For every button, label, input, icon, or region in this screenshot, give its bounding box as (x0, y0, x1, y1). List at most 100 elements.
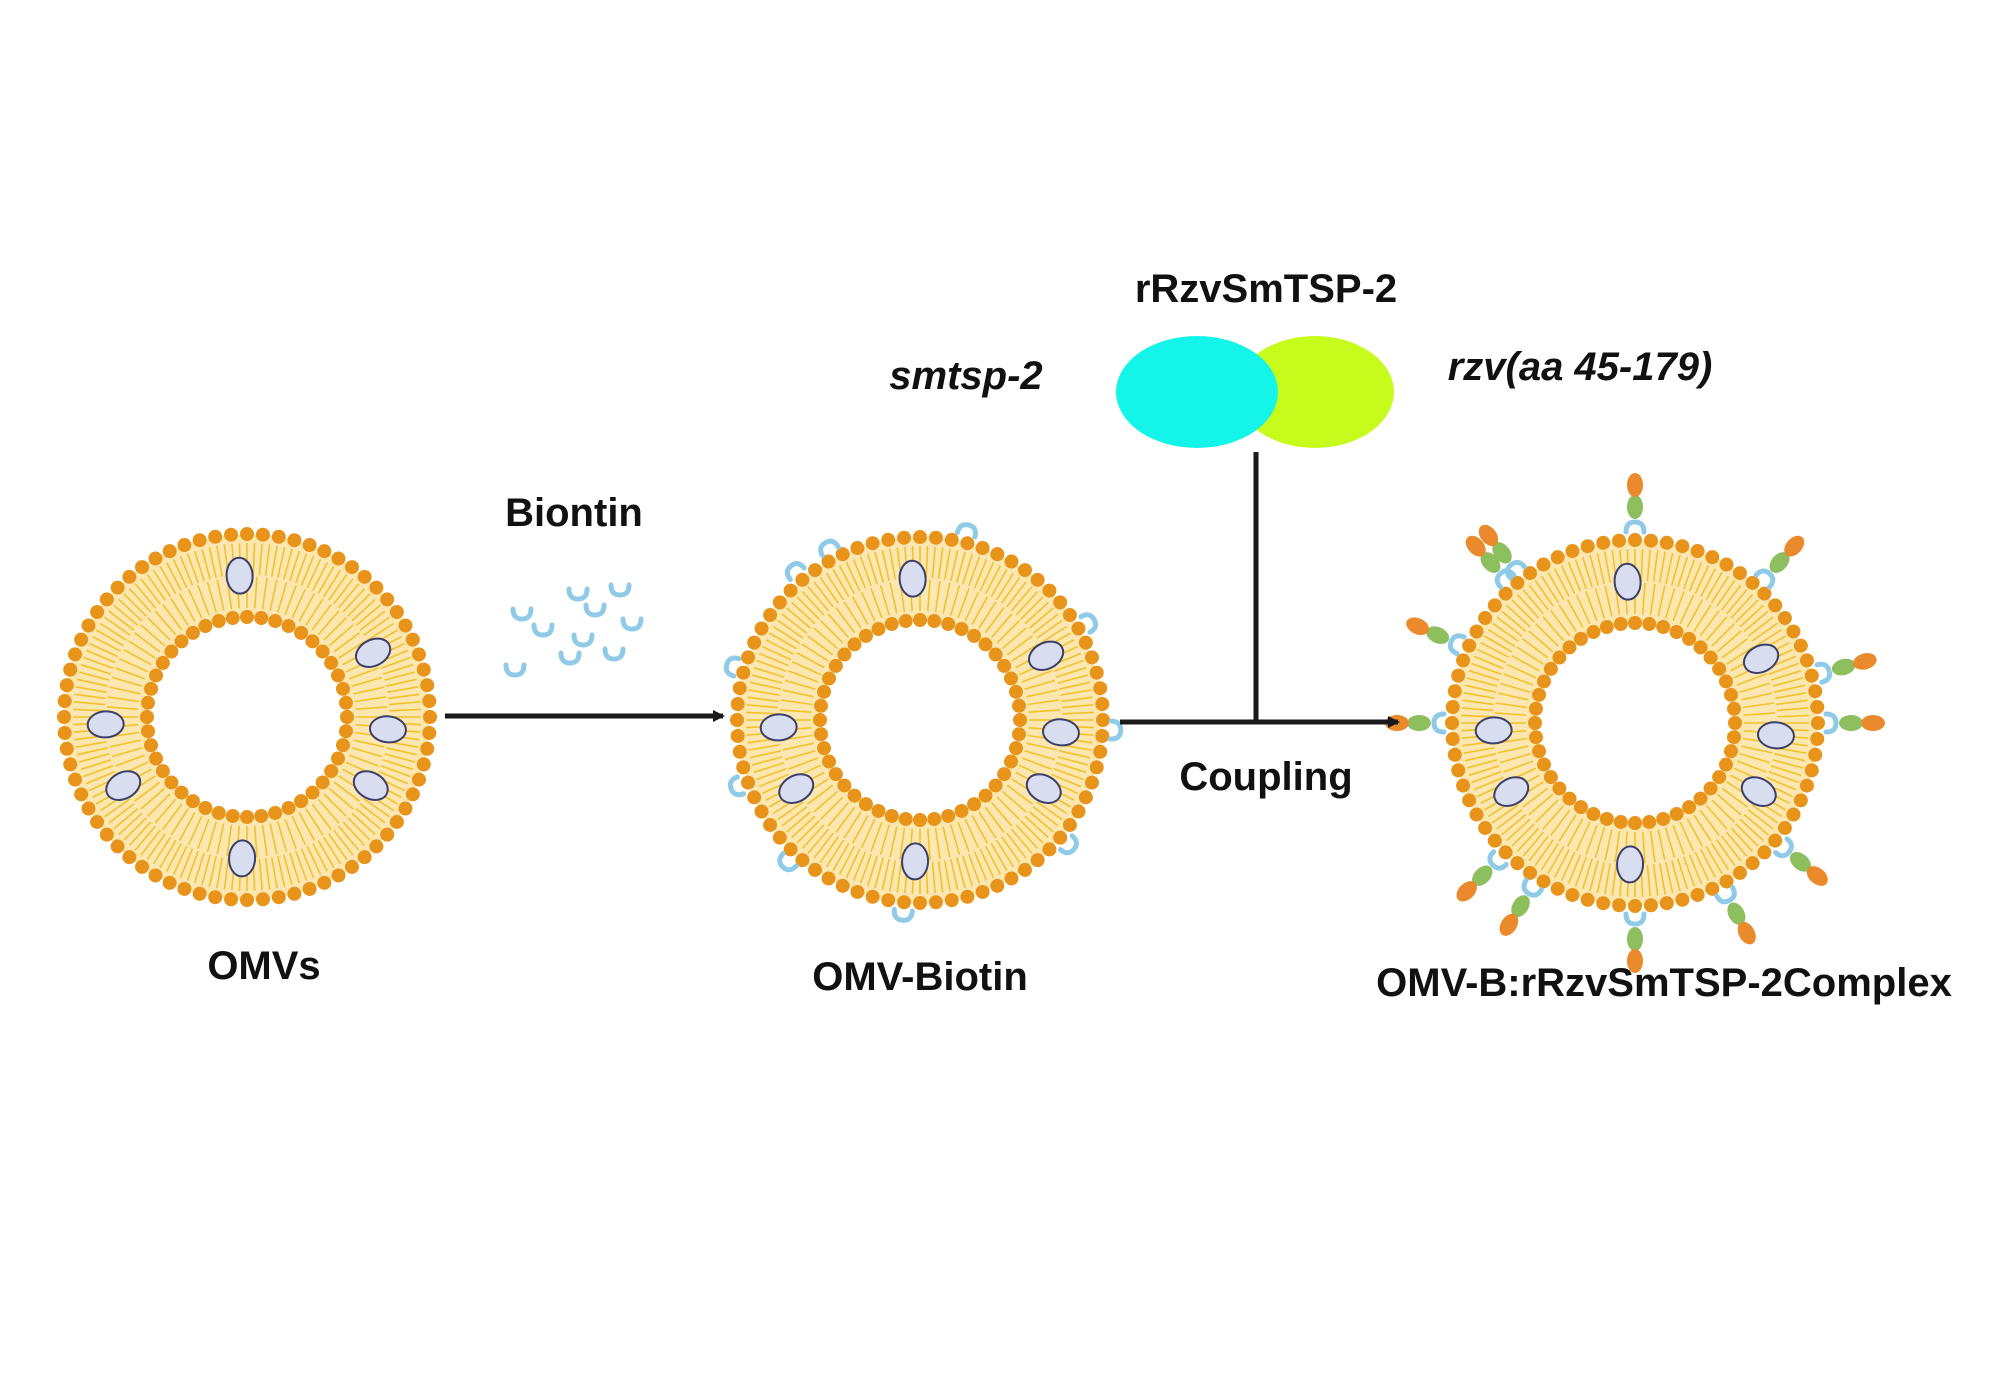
complex-orange-domain (1499, 913, 1519, 936)
vesicle-lumen (827, 627, 1013, 813)
lipid-tails (1461, 549, 1809, 897)
complex-green-domain (1627, 927, 1643, 951)
omv-biotin-label: OMV-Biotin (812, 955, 1028, 999)
membrane-protein-icon (86, 710, 125, 739)
biotin-cup-icon (1431, 711, 1447, 735)
membrane-protein-icon (1742, 643, 1780, 674)
complex-green-domain (1480, 552, 1501, 573)
biotin-cup-icon (566, 586, 590, 602)
rzv-domain-shape (1236, 336, 1394, 448)
membrane-protein-icon (1493, 776, 1530, 807)
membrane-protein-icon (105, 770, 142, 801)
membrane-protein-icon (354, 637, 392, 668)
rzv-domain-label: rzv(aa 45-179) (1448, 345, 1713, 389)
biotin-cup-icon (1078, 612, 1099, 635)
complex-orange-domain (1806, 866, 1828, 886)
omv-vesicle (57, 527, 437, 907)
biotin-cup-icon (784, 561, 807, 582)
biotin-cup-icon (1814, 661, 1833, 685)
membrane-protein-icon (1740, 776, 1777, 807)
biotin-cup-icon (1753, 568, 1776, 590)
complex-orange-domain (1784, 535, 1805, 557)
biotin-cup-icon (1521, 877, 1544, 898)
complex-orange-domain (1406, 617, 1430, 635)
membrane-protein-icon (228, 839, 257, 878)
complex-green-domain (1839, 715, 1863, 731)
membrane-proteins (1474, 562, 1795, 884)
biotin-cup-icon (723, 655, 742, 679)
smtsp-domain-label: smtsp-2 (889, 354, 1042, 398)
complex-orange-domain (1456, 881, 1477, 902)
membrane-protein-icon (1041, 718, 1080, 747)
complex-green-domain (1789, 851, 1811, 872)
complex-orange-domain (1465, 535, 1486, 557)
omvs-label: OMVs (207, 944, 320, 988)
complex-green-domain (1727, 902, 1746, 925)
lipid-heads (730, 530, 1110, 910)
biotin-cup-icon (1823, 711, 1839, 735)
biotin-cup-icon (503, 662, 527, 678)
biotin-cup-icon (583, 602, 607, 618)
biotin-cup-icon (818, 538, 841, 559)
complex-orange-domain (1737, 921, 1756, 945)
biotin-cup-icon (1494, 568, 1517, 590)
biotin-cup-icon (531, 622, 555, 638)
membrane-protein-icon (1025, 773, 1062, 804)
membrane-protein-icon (778, 773, 815, 804)
biotin-cup-icon (571, 632, 595, 648)
complex-orange-domain (1627, 949, 1643, 973)
lipid-tails (73, 543, 421, 891)
biotin-cup-icon (1623, 519, 1647, 535)
biotin-cup-icon (1773, 836, 1794, 859)
vesicle-lumen (1542, 630, 1728, 816)
membrane-proteins (759, 559, 1080, 881)
biotin-cup-icon (954, 522, 978, 540)
biotin-cup-icon (1623, 911, 1647, 927)
membrane-protein-icon (368, 715, 407, 744)
omv-complex-vesicle (1385, 473, 1885, 973)
biotin-cup-icon (1714, 884, 1737, 905)
biotin-cup-icon (891, 906, 915, 923)
free-biotin-cluster (503, 582, 644, 678)
complex-green-domain (1426, 626, 1450, 644)
biotin-cup-icon (510, 606, 534, 622)
complex-orange-domain (1478, 524, 1499, 547)
biotin-reagent-label: Biontin (505, 491, 643, 535)
biotin-cup-icon (620, 616, 644, 632)
lipid-heads (57, 527, 437, 907)
coupling-label: Coupling (1179, 755, 1352, 799)
membrane-protein-icon (1756, 721, 1795, 750)
membrane-protein-icon (898, 559, 927, 598)
biotin-cup-icon (1107, 718, 1124, 742)
membrane-protein-icon (225, 556, 254, 595)
vesicle-lumen (154, 624, 340, 810)
membrane-protein-icon (352, 770, 389, 801)
complex-green-domain (1407, 715, 1431, 731)
biotin-cup-icon (608, 582, 632, 598)
complex-green-domain (1627, 495, 1643, 519)
biotin-cup-icon (1447, 633, 1467, 657)
fusion-protein-icon (1116, 336, 1394, 448)
membrane-protein-icon (901, 842, 930, 881)
complex-label: OMV-B:rRzvSmTSP-2Complex (1376, 961, 1952, 1005)
complex-green-domain (1511, 895, 1530, 918)
smtsp-domain-shape (1116, 336, 1278, 448)
membrane-protein-icon (1616, 845, 1645, 884)
lipid-heads (1445, 533, 1825, 913)
membrane-protein-icon (759, 713, 798, 742)
complex-green-domain (1831, 658, 1856, 676)
complex-orange-domain (1627, 473, 1643, 497)
complex-orange-domain (1853, 653, 1877, 670)
omv-biotin-vesicle (723, 522, 1124, 923)
complex-orange-domain (1861, 715, 1885, 731)
complex-green-domain (1769, 552, 1790, 573)
membrane-protein-icon (1474, 716, 1513, 745)
membrane-proteins (86, 556, 407, 878)
biotin-cup-icon (1487, 849, 1509, 871)
membrane-protein-icon (1027, 640, 1065, 671)
biotin-cup-icon (727, 774, 747, 798)
complex-green-domain (1472, 865, 1493, 886)
biotin-cup-icon (777, 851, 799, 873)
biotin-cup-icon (602, 646, 626, 662)
